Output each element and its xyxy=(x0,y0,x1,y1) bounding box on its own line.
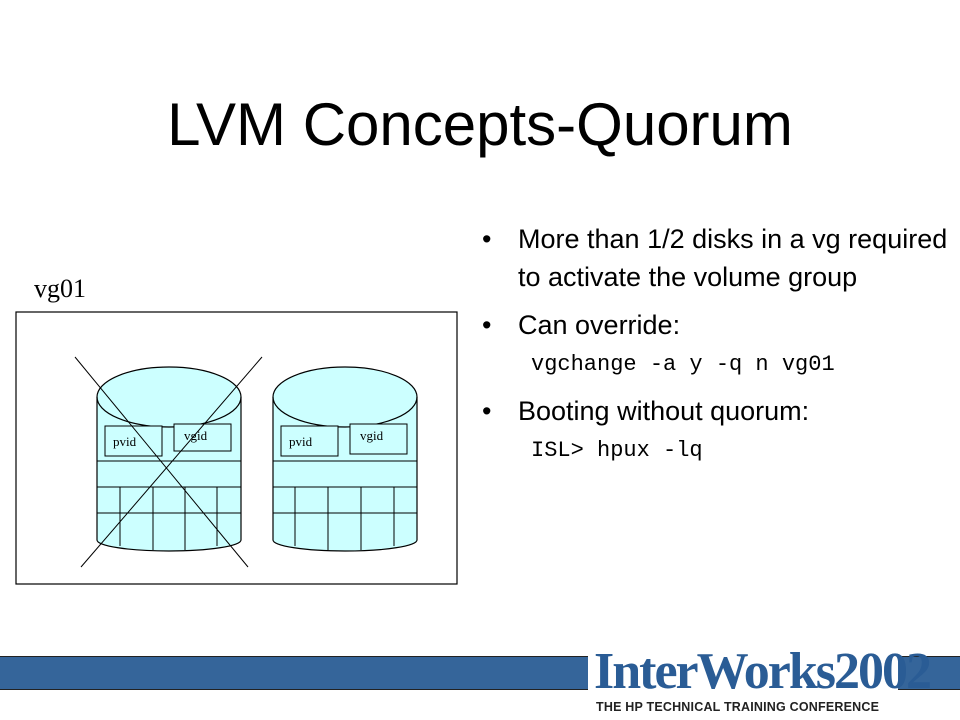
volume-group-diagram: pvid vgid pvid vgid xyxy=(15,311,458,585)
disk-2-pvid-box xyxy=(280,425,339,457)
disk-2-vgid-box xyxy=(349,423,408,455)
interworks-logo: InterWorks2002 THE HP TECHNICAL TRAINING… xyxy=(590,640,932,720)
disk-1: pvid vgid xyxy=(74,356,263,568)
disk-2: pvid vgid xyxy=(272,366,418,552)
cross-line xyxy=(80,356,263,568)
bullet-override: • Can override: xyxy=(478,306,948,344)
footer-bar xyxy=(0,656,588,690)
disk-2-vgid-label: vgid xyxy=(360,428,384,443)
disk-2-pvid-label: pvid xyxy=(289,434,313,449)
cross-line xyxy=(74,356,249,568)
bullet-boot-without-quorum: • Booting without quorum: xyxy=(478,392,948,430)
bullet-list: • More than 1/2 disks in a vg required t… xyxy=(478,220,948,478)
logo-wordmark: InterWorks2002 xyxy=(594,643,932,700)
disk-2-top-edge xyxy=(272,396,418,428)
bullet-marker: • xyxy=(482,396,492,426)
disk-1-top-edge xyxy=(96,396,242,428)
bullet-text: Can override: xyxy=(518,310,681,340)
bullet-text: Booting without quorum: xyxy=(518,396,810,426)
disk-1-pvid-label: pvid xyxy=(113,434,137,449)
logo-tagline: THE HP TECHNICAL TRAINING CONFERENCE xyxy=(596,700,880,714)
disk-1-vgid-label: vgid xyxy=(184,428,208,443)
vg-label: vg01 xyxy=(34,274,86,303)
bullet-text: More than 1/2 disks in a vg required to … xyxy=(518,224,948,292)
footer-bar-right xyxy=(898,656,960,690)
disk-1-body xyxy=(96,366,242,552)
disk-1-vgid-box xyxy=(173,423,232,452)
override-command: vgchange -a y -q n vg01 xyxy=(531,352,835,377)
bullet-marker: • xyxy=(482,224,492,254)
slide-title: LVM Concepts-Quorum xyxy=(167,91,793,158)
bullet-marker: • xyxy=(482,310,492,340)
boot-command: ISL> hpux -lq xyxy=(531,438,703,463)
bullet-quorum-rule: • More than 1/2 disks in a vg required t… xyxy=(478,220,948,296)
disk-2-body xyxy=(272,366,418,552)
